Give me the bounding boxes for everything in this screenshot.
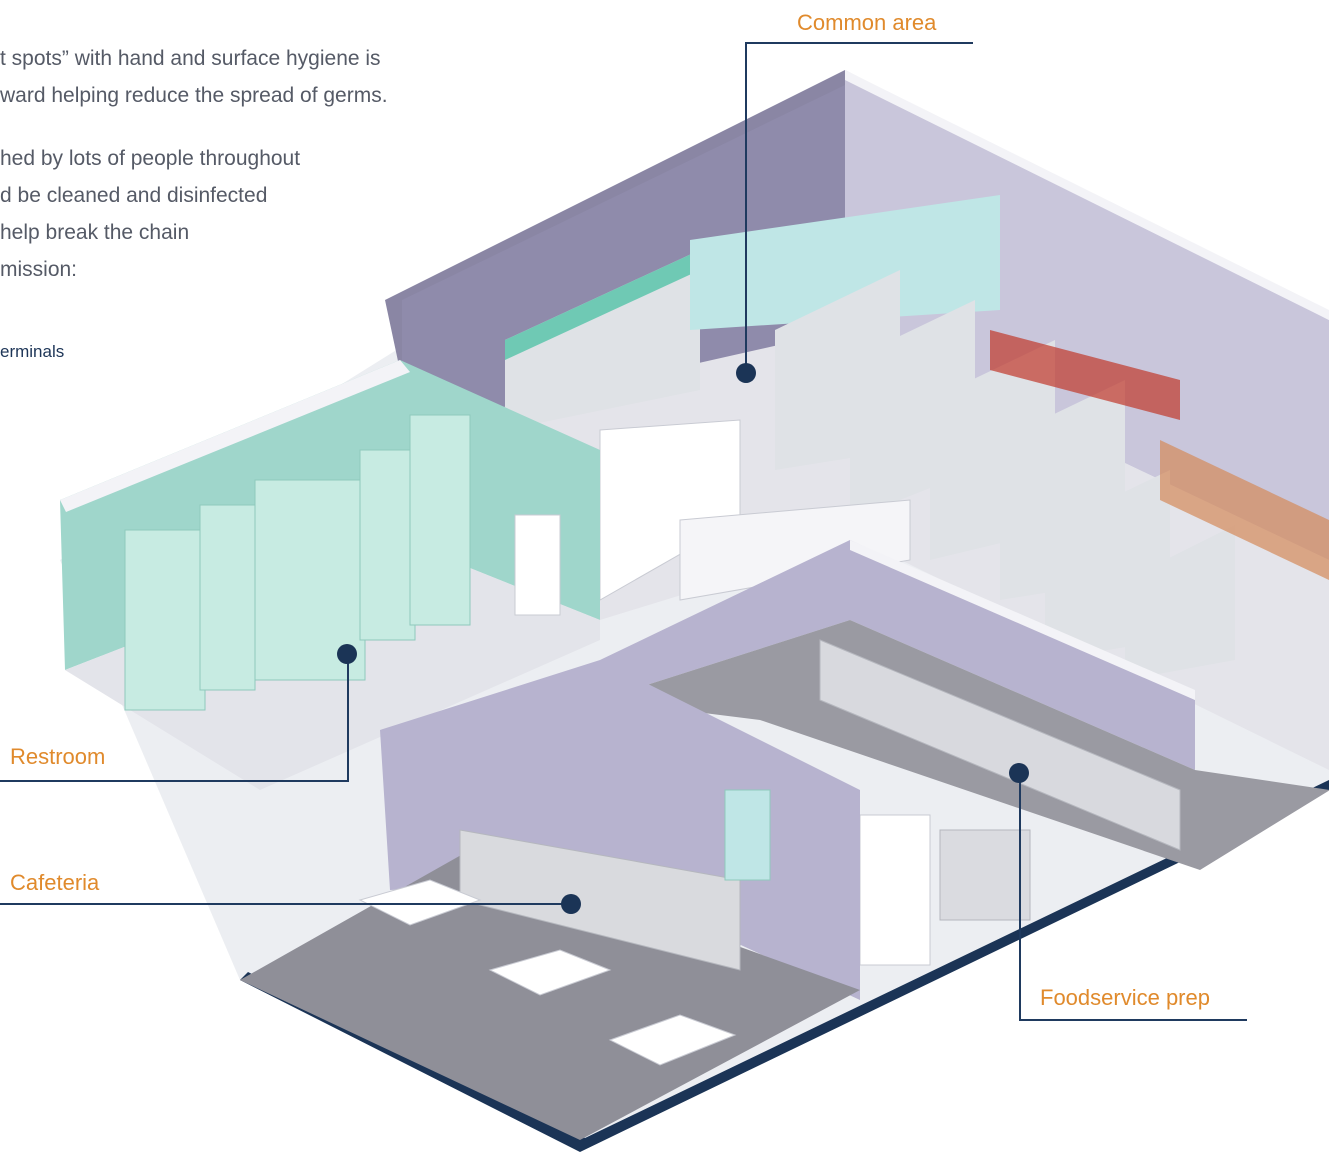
- right-wall-top: [845, 70, 1329, 320]
- intro-line-4: d be cleaned and disinfected: [0, 184, 268, 207]
- marker-dot: [337, 644, 357, 664]
- right-wall: [845, 70, 1329, 560]
- intro-line-1: t spots” with hand and surface hygiene i…: [0, 47, 381, 70]
- intro-bullet: erminals: [0, 342, 65, 361]
- callout-foodservice-prep: Foodservice prep: [1040, 985, 1210, 1010]
- callout-line: [1019, 1019, 1247, 1021]
- kitchen-wall: [600, 540, 1195, 770]
- cafeteria-floor: [240, 850, 860, 1140]
- callout-cafeteria: Cafeteria: [10, 870, 100, 895]
- callout-common-area: Common area: [797, 10, 937, 35]
- callout-restroom: Restroom: [10, 744, 106, 769]
- callout-line: [745, 42, 747, 372]
- marker-dot: [736, 363, 756, 383]
- tables: [358, 879, 737, 1066]
- callout-line: [0, 903, 565, 905]
- kitchen-counter: [819, 639, 1181, 851]
- intro-line-3: hed by lots of people throughout: [0, 147, 301, 170]
- serving-counter: [459, 829, 741, 971]
- intro-line-6: mission:: [0, 258, 78, 281]
- intro-line-2: ward helping reduce the spread of germs.: [0, 84, 388, 107]
- callout-line: [347, 655, 349, 782]
- intro-line-5: help break the chain: [0, 221, 190, 244]
- marker-dot: [1009, 763, 1029, 783]
- shelving-units: [505, 195, 1329, 680]
- callout-line: [745, 42, 973, 44]
- intro-block: t spots” with hand and surface hygiene i…: [0, 0, 520, 380]
- callout-line: [0, 780, 349, 782]
- kitchen-door: [859, 814, 931, 966]
- marker-dot: [561, 894, 581, 914]
- callout-line: [1019, 775, 1021, 1021]
